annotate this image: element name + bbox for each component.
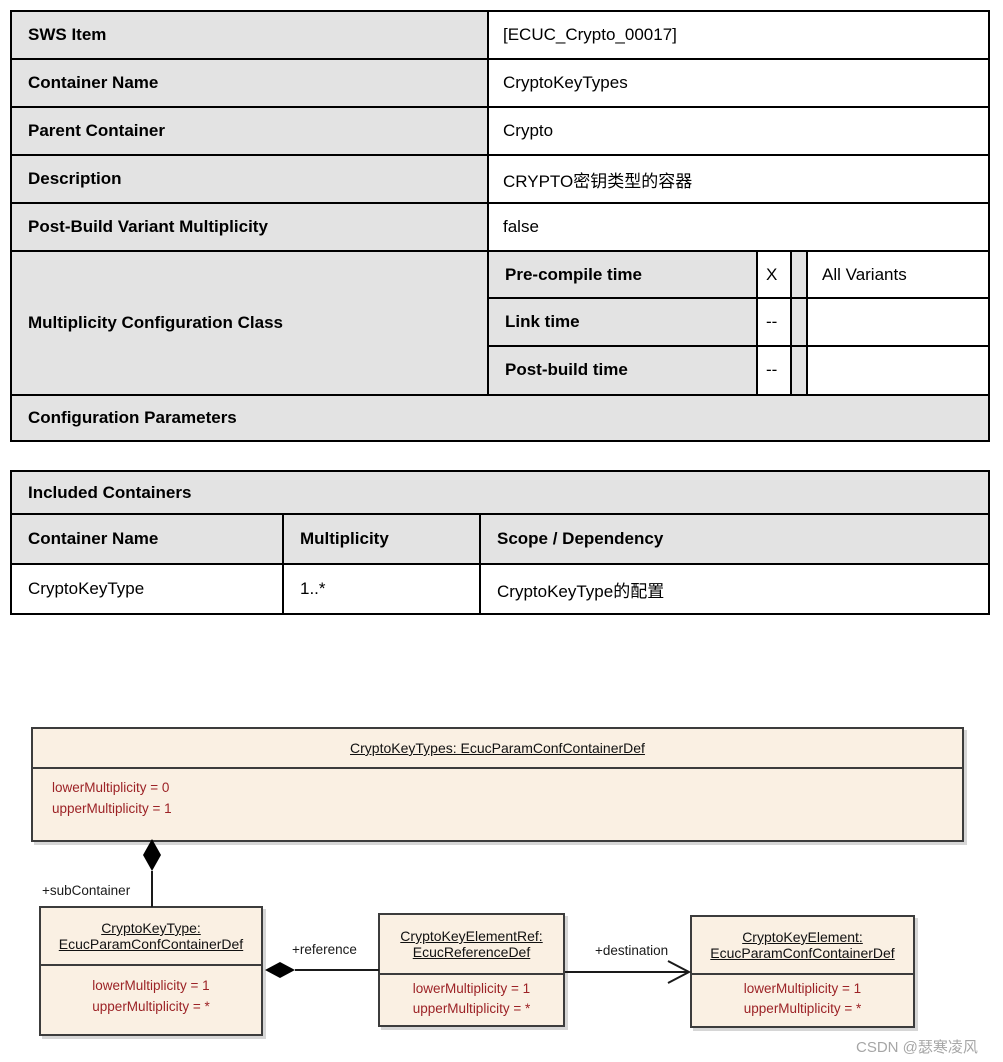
- container-name-cell: CryptoKeyType: [12, 565, 284, 613]
- phase-variant: [808, 299, 988, 345]
- table-header-row: Container Name Multiplicity Scope / Depe…: [12, 515, 988, 565]
- class-title-line1: CryptoKeyType:: [101, 920, 201, 936]
- association-label-subcontainer: +subContainer: [42, 883, 131, 898]
- spacer: [792, 346, 808, 394]
- row-value: CryptoKeyTypes: [489, 60, 988, 106]
- class-title: CryptoKeyElement: EcucParamConfContainer…: [692, 917, 913, 975]
- row-value: false: [489, 204, 988, 250]
- uml-class-cryptokeyelement: CryptoKeyElement: EcucParamConfContainer…: [690, 915, 915, 1028]
- class-title-line1: CryptoKeyElementRef:: [400, 928, 543, 944]
- class-title-line1: CryptoKeyElement:: [742, 929, 863, 945]
- subtable-row: Pre-compile time X All Variants: [489, 252, 988, 300]
- phase-mark: --: [758, 299, 792, 345]
- class-title-line2: EcucReferenceDef: [412, 944, 531, 960]
- phase-label: Link time: [489, 299, 758, 345]
- scope-cell: CryptoKeyType的配置: [497, 581, 665, 601]
- spacer: [792, 252, 808, 298]
- phase-label: Post-build time: [489, 346, 758, 394]
- row-value: CRYPTO密钥类型的容器: [489, 156, 988, 202]
- table-row: Container Name CryptoKeyTypes: [12, 60, 988, 108]
- class-title-line2: EcucParamConfContainerDef: [710, 945, 895, 961]
- class-title-line2: EcucParamConfContainerDef: [58, 936, 244, 952]
- table-row: Post-Build Variant Multiplicity false: [12, 204, 988, 252]
- attribute: lowerMultiplicity = 1: [412, 981, 531, 996]
- uml-class-cryptokeyelementref: CryptoKeyElementRef: EcucReferenceDef lo…: [378, 913, 565, 1027]
- row-label: SWS Item: [12, 12, 489, 58]
- attribute: upperMultiplicity = 1: [52, 801, 172, 816]
- row-label: Container Name: [12, 60, 489, 106]
- uml-class-cryptokeytype: CryptoKeyType: EcucParamConfContainerDef…: [39, 906, 263, 1036]
- multiplicity-configuration-subtable: Pre-compile time X All Variants Link tim…: [489, 252, 988, 394]
- table-row: Description CRYPTO密钥类型的容器: [12, 156, 988, 204]
- attribute: lowerMultiplicity = 0: [52, 780, 170, 795]
- attribute: lowerMultiplicity = 1: [743, 981, 862, 996]
- row-value: Crypto: [489, 108, 988, 154]
- multiplicity-cell: 1..*: [284, 565, 481, 613]
- spacer: [792, 299, 808, 345]
- subtable-row: Link time --: [489, 299, 988, 347]
- class-title: CryptoKeyTypes: EcucParamConfContainerDe…: [33, 729, 962, 769]
- attribute: upperMultiplicity = *: [412, 1001, 531, 1016]
- phase-label: Pre-compile time: [489, 252, 758, 298]
- column-header: Container Name: [12, 515, 284, 563]
- row-value: [ECUC_Crypto_00017]: [489, 12, 988, 58]
- column-header: Multiplicity: [284, 515, 481, 563]
- table-row: Parent Container Crypto: [12, 108, 988, 156]
- composition-diamond-icon: [265, 962, 295, 978]
- subtable-row: Post-build time --: [489, 346, 988, 394]
- column-header: Scope / Dependency: [497, 529, 664, 548]
- row-label: Description: [12, 156, 489, 202]
- open-arrowhead-icon: [667, 960, 692, 984]
- class-attributes: lowerMultiplicity = 1 upperMultiplicity …: [380, 975, 563, 1019]
- sws-item-table: SWS Item [ECUC_Crypto_00017] Container N…: [10, 10, 990, 442]
- phase-mark: --: [758, 346, 792, 394]
- phase-mark: X: [758, 252, 792, 298]
- composition-diamond-icon: [143, 839, 161, 871]
- row-label: Multiplicity Configuration Class: [12, 252, 489, 394]
- class-title-text: CryptoKeyTypes: EcucParamConfContainerDe…: [350, 740, 645, 756]
- table-row: SWS Item [ECUC_Crypto_00017]: [12, 12, 988, 60]
- class-title: CryptoKeyType: EcucParamConfContainerDef: [41, 908, 261, 966]
- uml-class-cryptokeytypes: CryptoKeyTypes: EcucParamConfContainerDe…: [31, 727, 964, 842]
- watermark: CSDN @瑟寒凌风: [856, 1039, 978, 1056]
- attribute: upperMultiplicity = *: [92, 999, 210, 1014]
- phase-variant: All Variants: [808, 252, 988, 298]
- phase-variant: [808, 346, 988, 394]
- row-label: Post-Build Variant Multiplicity: [12, 204, 489, 250]
- attribute: upperMultiplicity = *: [743, 1001, 862, 1016]
- class-attributes: lowerMultiplicity = 1 upperMultiplicity …: [692, 975, 913, 1019]
- included-containers-table: Included Containers Container Name Multi…: [10, 470, 990, 615]
- class-attributes: lowerMultiplicity = 1 upperMultiplicity …: [41, 966, 261, 1017]
- row-label: Parent Container: [12, 108, 489, 154]
- table-row: CryptoKeyType 1..* CryptoKeyType的配置: [12, 565, 988, 613]
- association-label-destination: +destination: [595, 943, 669, 958]
- class-attributes: lowerMultiplicity = 0 upperMultiplicity …: [33, 769, 962, 819]
- class-title: CryptoKeyElementRef: EcucReferenceDef: [380, 915, 563, 975]
- table-title: Included Containers: [12, 472, 988, 515]
- configuration-parameters-row: Configuration Parameters: [12, 396, 988, 440]
- association-label-reference: +reference: [292, 942, 357, 957]
- attribute: lowerMultiplicity = 1: [92, 978, 210, 993]
- multiplicity-configuration-row: Multiplicity Configuration Class Pre-com…: [12, 252, 988, 396]
